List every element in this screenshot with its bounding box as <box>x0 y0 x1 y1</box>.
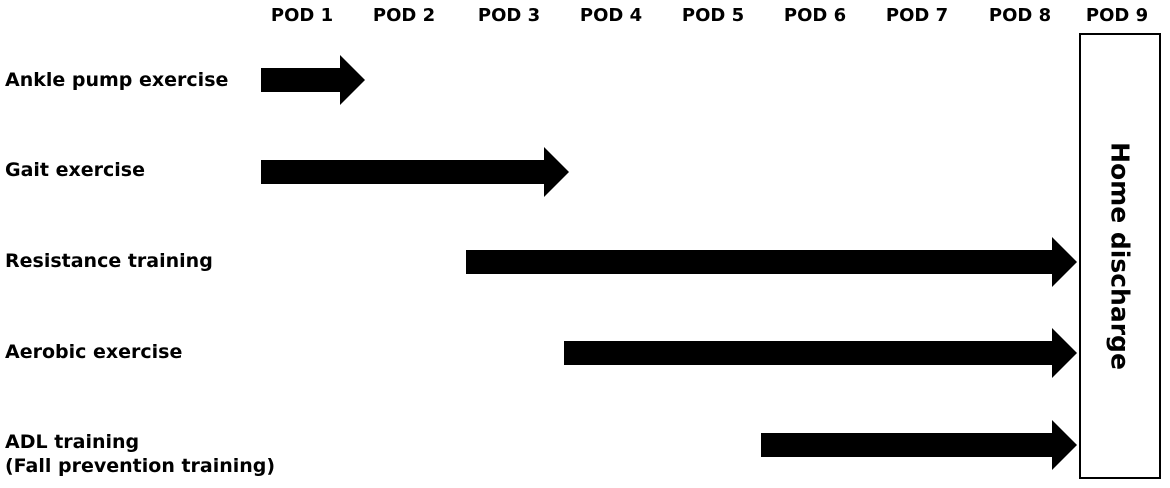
pod-label-4: POD 4 <box>579 5 643 26</box>
row-label-line: ADL training <box>5 431 140 453</box>
row-label-resistance: Resistance training <box>5 249 213 273</box>
arrow-ankle-pump <box>261 55 365 105</box>
row-label-line: Resistance training <box>5 250 213 272</box>
pod-label-5: POD 5 <box>681 5 745 26</box>
row-label-line: Ankle pump exercise <box>5 69 229 91</box>
pod-label-2: POD 2 <box>372 5 436 26</box>
row-label-aerobic: Aerobic exercise <box>5 340 182 364</box>
home-discharge-box: Home discharge <box>1079 33 1161 479</box>
row-label-adl: ADL training (Fall prevention training) <box>5 430 275 478</box>
arrow-aerobic <box>564 328 1077 378</box>
pod-label-6: POD 6 <box>783 5 847 26</box>
pod-label-7: POD 7 <box>885 5 949 26</box>
arrow-resistance <box>466 237 1077 287</box>
row-label-line: Aerobic exercise <box>5 341 183 363</box>
row-label-line: (Fall prevention training) <box>5 455 276 477</box>
arrow-gait <box>261 147 569 197</box>
pod-label-8: POD 8 <box>988 5 1052 26</box>
pod-timeline-header: POD 1 POD 2 POD 3 POD 4 POD 5 POD 6 POD … <box>0 2 1170 30</box>
pod-label-3: POD 3 <box>477 5 541 26</box>
row-label-gait: Gait exercise <box>5 158 145 182</box>
row-label-ankle-pump: Ankle pump exercise <box>5 68 228 92</box>
pod-label-9: POD 9 <box>1085 5 1149 26</box>
pod-label-1: POD 1 <box>270 5 334 26</box>
arrow-adl <box>761 420 1077 470</box>
home-discharge-label: Home discharge <box>1105 142 1135 370</box>
row-label-line: Gait exercise <box>5 159 145 181</box>
